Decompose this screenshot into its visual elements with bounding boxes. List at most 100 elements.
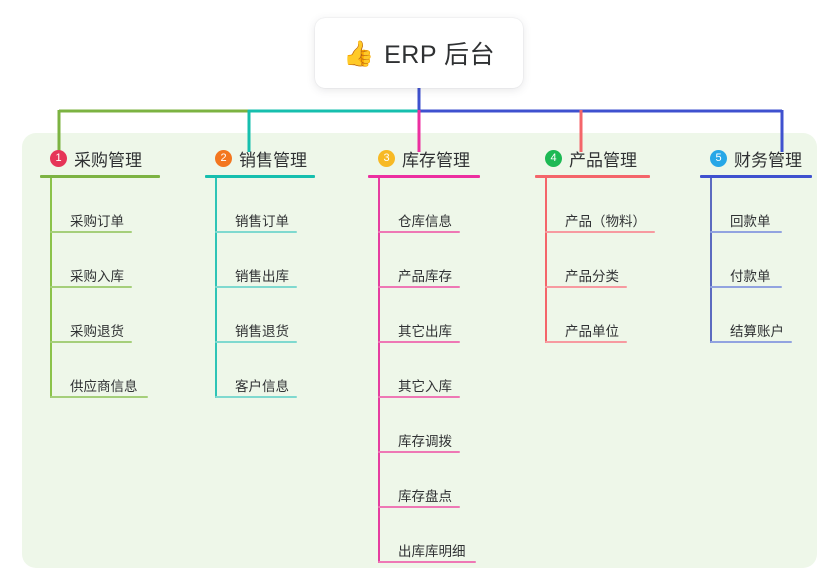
branch-item[interactable]: 产品库存 — [378, 233, 480, 288]
branch-column-2: 2 销售管理销售订单销售出库销售退货客户信息 — [205, 145, 315, 398]
branch-item-rule — [215, 231, 297, 233]
branch-item[interactable]: 客户信息 — [215, 343, 315, 398]
branch-item-label: 仓库信息 — [398, 214, 452, 229]
branch-item-label: 回款单 — [730, 214, 771, 229]
branch-title: 产品管理 — [569, 150, 637, 170]
branch-title: 销售管理 — [239, 150, 307, 170]
branch-item-label: 付款单 — [730, 269, 771, 284]
branch-column-4: 4 产品管理产品（物料） 产品分类产品单位 — [535, 145, 655, 343]
branch-item[interactable]: 其它出库 — [378, 288, 480, 343]
branch-item[interactable]: 库存调拨 — [378, 398, 480, 453]
branch-item[interactable]: 采购订单 — [50, 178, 160, 233]
branch-number-badge: 4 — [545, 149, 562, 167]
branch-item[interactable]: 销售退货 — [215, 288, 315, 343]
branch-item-label: 产品库存 — [398, 269, 452, 284]
branch-header-rule — [368, 175, 480, 178]
branch-item[interactable]: 回款单 — [710, 178, 812, 233]
branch-header-2[interactable]: 2 销售管理 — [205, 145, 315, 171]
branch-spine — [50, 178, 52, 398]
branch-title: 财务管理 — [734, 150, 802, 170]
branch-item-rule — [378, 561, 476, 563]
branch-item-label: 供应商信息 — [70, 379, 138, 394]
branch-number-badge: 1 — [50, 149, 67, 167]
branch-item-rule — [545, 286, 627, 288]
branch-item[interactable]: 结算账户 — [710, 288, 812, 343]
branch-item-label: 采购订单 — [70, 214, 124, 229]
branch-item-label: 产品（物料） — [565, 214, 646, 229]
branch-item-rule — [710, 286, 782, 288]
branch-item-label: 库存盘点 — [398, 489, 452, 504]
branch-item[interactable]: 出库库明细 — [378, 508, 480, 563]
branch-item-rule — [378, 451, 460, 453]
branch-item-rule — [545, 341, 627, 343]
branch-title: 采购管理 — [74, 150, 142, 170]
branch-item-rule — [50, 396, 148, 398]
branch-item-rule — [378, 341, 460, 343]
branch-item-rule — [378, 286, 460, 288]
branch-number-badge: 2 — [215, 149, 232, 167]
branch-item[interactable]: 供应商信息 — [50, 343, 160, 398]
branch-item-list: 仓库信息产品库存其它出库其它入库库存调拨库存盘点出库库明细 — [368, 178, 480, 563]
branch-item-label: 销售订单 — [235, 214, 289, 229]
branch-item-list: 采购订单采购入库采购退货供应商信息 — [40, 178, 160, 398]
branch-item-rule — [215, 396, 297, 398]
diagram-panel — [22, 133, 817, 568]
branch-item[interactable]: 仓库信息 — [378, 178, 480, 233]
branch-header-4[interactable]: 4 产品管理 — [535, 145, 650, 171]
branch-item-label: 销售退货 — [235, 324, 289, 339]
branch-number-badge: 3 — [378, 149, 395, 167]
branch-item-label: 销售出库 — [235, 269, 289, 284]
branch-item-list: 销售订单销售出库销售退货客户信息 — [205, 178, 315, 398]
branch-item-label: 客户信息 — [235, 379, 289, 394]
branch-column-1: 1 采购管理采购订单采购入库采购退货供应商信息 — [40, 145, 160, 398]
branch-item-rule — [710, 231, 782, 233]
branch-header-1[interactable]: 1 采购管理 — [40, 145, 160, 171]
branch-header-3[interactable]: 3 库存管理 — [368, 145, 480, 171]
branch-item-rule — [50, 286, 132, 288]
root-node-card[interactable]: 👍 ERP 后台 — [315, 18, 523, 88]
branch-item-label: 出库库明细 — [398, 544, 466, 559]
branch-item-label: 库存调拨 — [398, 434, 452, 449]
branch-item[interactable]: 销售出库 — [215, 233, 315, 288]
branch-item-rule — [50, 341, 132, 343]
branch-item-rule — [215, 286, 297, 288]
branch-item[interactable]: 产品单位 — [545, 288, 650, 343]
branch-column-5: 5 财务管理回款单付款单结算账户 — [700, 145, 812, 343]
branch-item-rule — [378, 396, 460, 398]
branch-item-rule — [378, 506, 460, 508]
branch-item-label: 结算账户 — [730, 324, 784, 339]
branch-spine — [378, 178, 380, 563]
root-node-title: ERP 后台 — [384, 41, 496, 69]
branch-number-badge: 5 — [710, 149, 727, 167]
branch-item[interactable]: 销售订单 — [215, 178, 315, 233]
branch-item-label: 其它入库 — [398, 379, 452, 394]
branch-item-label: 采购入库 — [70, 269, 124, 284]
branch-item[interactable]: 付款单 — [710, 233, 812, 288]
branch-item-label: 产品分类 — [565, 269, 619, 284]
branch-item-label: 产品单位 — [565, 324, 619, 339]
branch-header-rule — [535, 175, 650, 178]
branch-item-rule — [378, 231, 460, 233]
branch-item[interactable]: 采购入库 — [50, 233, 160, 288]
branch-item-rule — [545, 231, 655, 233]
branch-item-rule — [50, 231, 132, 233]
branch-column-3: 3 库存管理仓库信息产品库存其它出库其它入库库存调拨库存盘点出库库明细 — [368, 145, 480, 563]
branch-title: 库存管理 — [402, 150, 470, 170]
branch-header-5[interactable]: 5 财务管理 — [700, 145, 812, 171]
branch-item-list: 回款单付款单结算账户 — [700, 178, 812, 343]
branch-header-rule — [205, 175, 315, 178]
branch-item[interactable]: 产品（物料） — [545, 178, 655, 233]
branch-item-list: 产品（物料） 产品分类产品单位 — [535, 178, 655, 343]
branch-item[interactable]: 采购退货 — [50, 288, 160, 343]
branch-spine — [710, 178, 712, 343]
branch-header-rule — [40, 175, 160, 178]
branch-item-rule — [215, 341, 297, 343]
branch-header-rule — [700, 175, 812, 178]
branch-item-label: 采购退货 — [70, 324, 124, 339]
branch-item-label: 其它出库 — [398, 324, 452, 339]
branch-item[interactable]: 其它入库 — [378, 343, 480, 398]
branch-spine — [215, 178, 217, 398]
branch-item-rule — [710, 341, 792, 343]
branch-item[interactable]: 库存盘点 — [378, 453, 480, 508]
branch-item[interactable]: 产品分类 — [545, 233, 650, 288]
